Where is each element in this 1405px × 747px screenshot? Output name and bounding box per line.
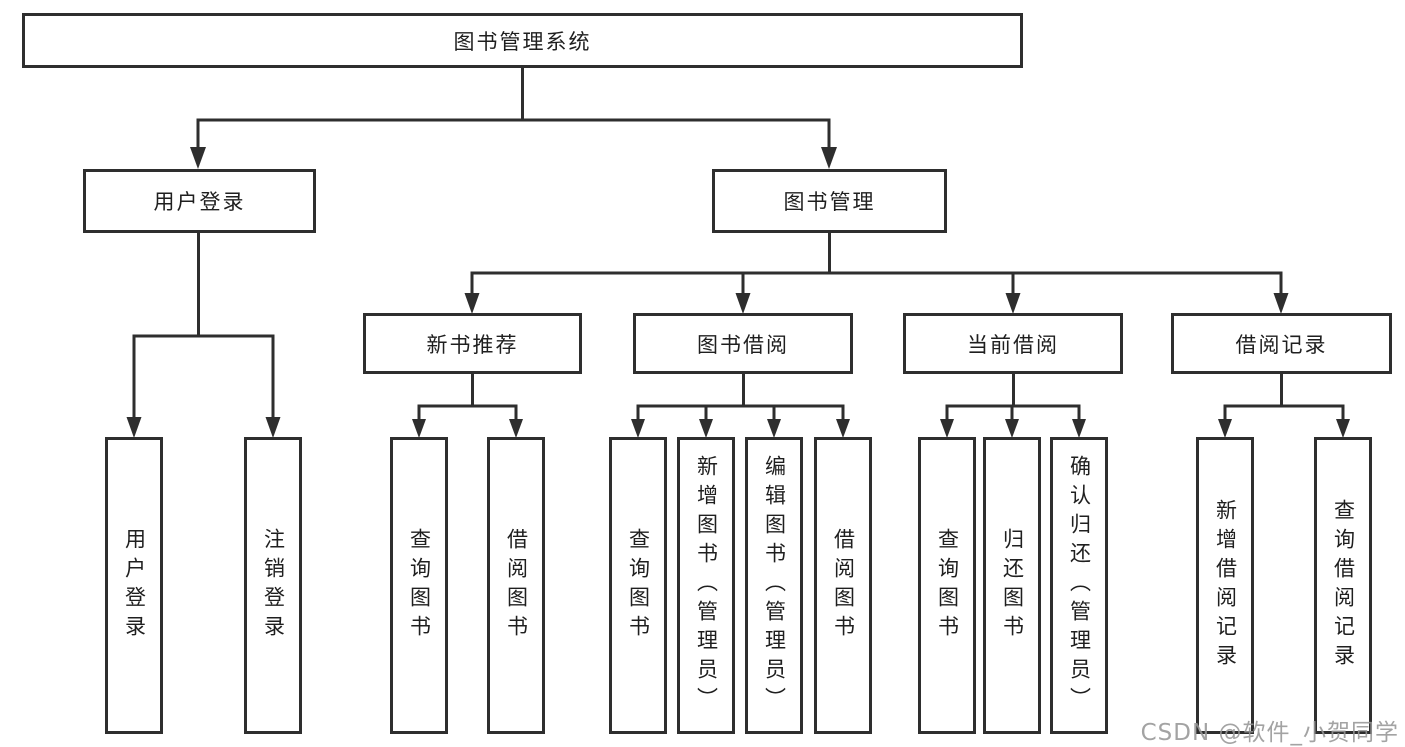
- leaf-return-books: 归还图书: [983, 437, 1041, 734]
- node-book-borrow-label: 图书借阅: [697, 332, 789, 357]
- leaf-borrow-books-recommend: 借阅图书: [487, 437, 545, 734]
- node-borrow-record: 借阅记录: [1171, 313, 1392, 374]
- leaf-add-books-admin: 新增图书（管理员）: [677, 437, 735, 734]
- node-book-management-label: 图书管理: [783, 190, 876, 214]
- node-root-library-system: 图书管理系统: [22, 13, 1023, 68]
- node-book-management: 图书管理: [712, 169, 947, 233]
- leaf-user-login: 用户登录: [105, 437, 163, 734]
- leaf-query-borrow-record-label: 查询借阅记录: [1331, 498, 1356, 673]
- leaf-borrow-books: 借阅图书: [814, 437, 872, 734]
- leaf-borrow-books-recommend-label: 借阅图书: [504, 527, 529, 644]
- node-new-book-recommend: 新书推荐: [363, 313, 582, 374]
- leaf-query-borrow-record: 查询借阅记录: [1314, 437, 1372, 734]
- node-book-borrow: 图书借阅: [633, 313, 853, 374]
- leaf-add-books-admin-label: 新增图书（管理员）: [694, 455, 719, 716]
- leaf-add-borrow-record-label: 新增借阅记录: [1213, 498, 1238, 673]
- leaf-add-borrow-record: 新增借阅记录: [1196, 437, 1254, 734]
- node-current-borrow-label: 当前借阅: [967, 332, 1059, 357]
- leaf-return-books-label: 归还图书: [1000, 527, 1025, 644]
- leaf-query-books-current-label: 查询图书: [935, 527, 960, 644]
- node-current-borrow: 当前借阅: [903, 313, 1123, 374]
- node-root-label: 图书管理系统: [453, 29, 592, 54]
- leaf-logout: 注销登录: [244, 437, 302, 734]
- leaf-confirm-return-admin: 确认归还（管理员）: [1050, 437, 1108, 734]
- node-new-book-recommend-label: 新书推荐: [426, 332, 519, 357]
- leaf-user-login-label: 用户登录: [122, 527, 147, 644]
- leaf-logout-label: 注销登录: [261, 527, 286, 644]
- leaf-borrow-books-label: 借阅图书: [831, 527, 856, 644]
- csdn-watermark: CSDN @软件_小贺同学: [1140, 720, 1399, 746]
- node-borrow-record-label: 借阅记录: [1235, 332, 1328, 357]
- leaf-query-books-recommend: 查询图书: [390, 437, 448, 734]
- leaf-confirm-return-admin-label: 确认归还（管理员）: [1067, 455, 1092, 716]
- node-user-login-label: 用户登录: [153, 190, 246, 214]
- leaf-query-books-recommend-label: 查询图书: [407, 527, 432, 644]
- node-user-login: 用户登录: [83, 169, 316, 233]
- leaf-query-books-borrow-label: 查询图书: [626, 527, 651, 644]
- leaf-query-books-borrow: 查询图书: [609, 437, 667, 734]
- leaf-query-books-current: 查询图书: [918, 437, 976, 734]
- leaf-edit-books-admin-label: 编辑图书（管理员）: [762, 455, 787, 716]
- leaf-edit-books-admin: 编辑图书（管理员）: [745, 437, 803, 734]
